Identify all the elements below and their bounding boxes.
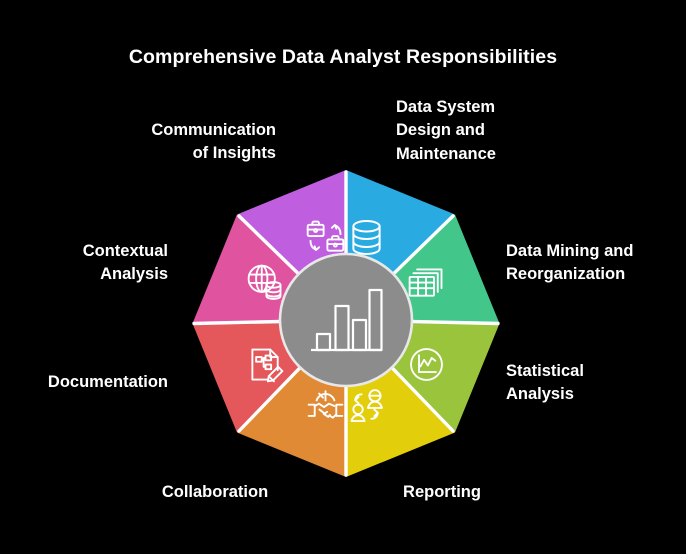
segment-reporting[interactable]	[346, 368, 455, 477]
label-documentation: Documentation	[47, 373, 168, 391]
segment-contextual-analysis[interactable]	[192, 214, 302, 324]
label-collaboration: Collaboration	[161, 483, 269, 501]
center-hub[interactable]	[278, 252, 414, 388]
segment-shape[interactable]	[346, 170, 455, 279]
segment-shape[interactable]	[192, 323, 302, 433]
center-circle[interactable]	[278, 252, 414, 388]
label-data-mining-and-reorganization: Data Mining and Reorganization	[506, 242, 634, 284]
segment-collaboration[interactable]	[237, 368, 346, 477]
label-data-system-design-and-maintenance: Data System Design and Maintenance	[396, 98, 496, 163]
segment-statistical-analysis[interactable]	[390, 323, 500, 433]
label-reporting: Reporting	[403, 483, 481, 501]
segment-data-mining-and-reorganization[interactable]	[390, 214, 500, 324]
wheel-segments	[192, 170, 500, 477]
segment-communication-of-insights[interactable]	[237, 170, 346, 279]
segment-data-system-design-and-maintenance[interactable]	[346, 170, 455, 279]
label-statistical-analysis: Statistical Analysis	[506, 362, 584, 404]
responsibility-wheel	[186, 160, 506, 480]
label-communication-of-insights: Communication of Insights	[151, 121, 276, 163]
page-title: Comprehensive Data Analyst Responsibilit…	[128, 46, 558, 68]
segment-documentation[interactable]	[192, 323, 302, 433]
bar-chart-icon	[311, 288, 383, 352]
segment-shape[interactable]	[237, 170, 346, 279]
wheel-svg	[192, 170, 500, 477]
label-contextual-analysis: Contextual Analysis	[82, 242, 168, 284]
